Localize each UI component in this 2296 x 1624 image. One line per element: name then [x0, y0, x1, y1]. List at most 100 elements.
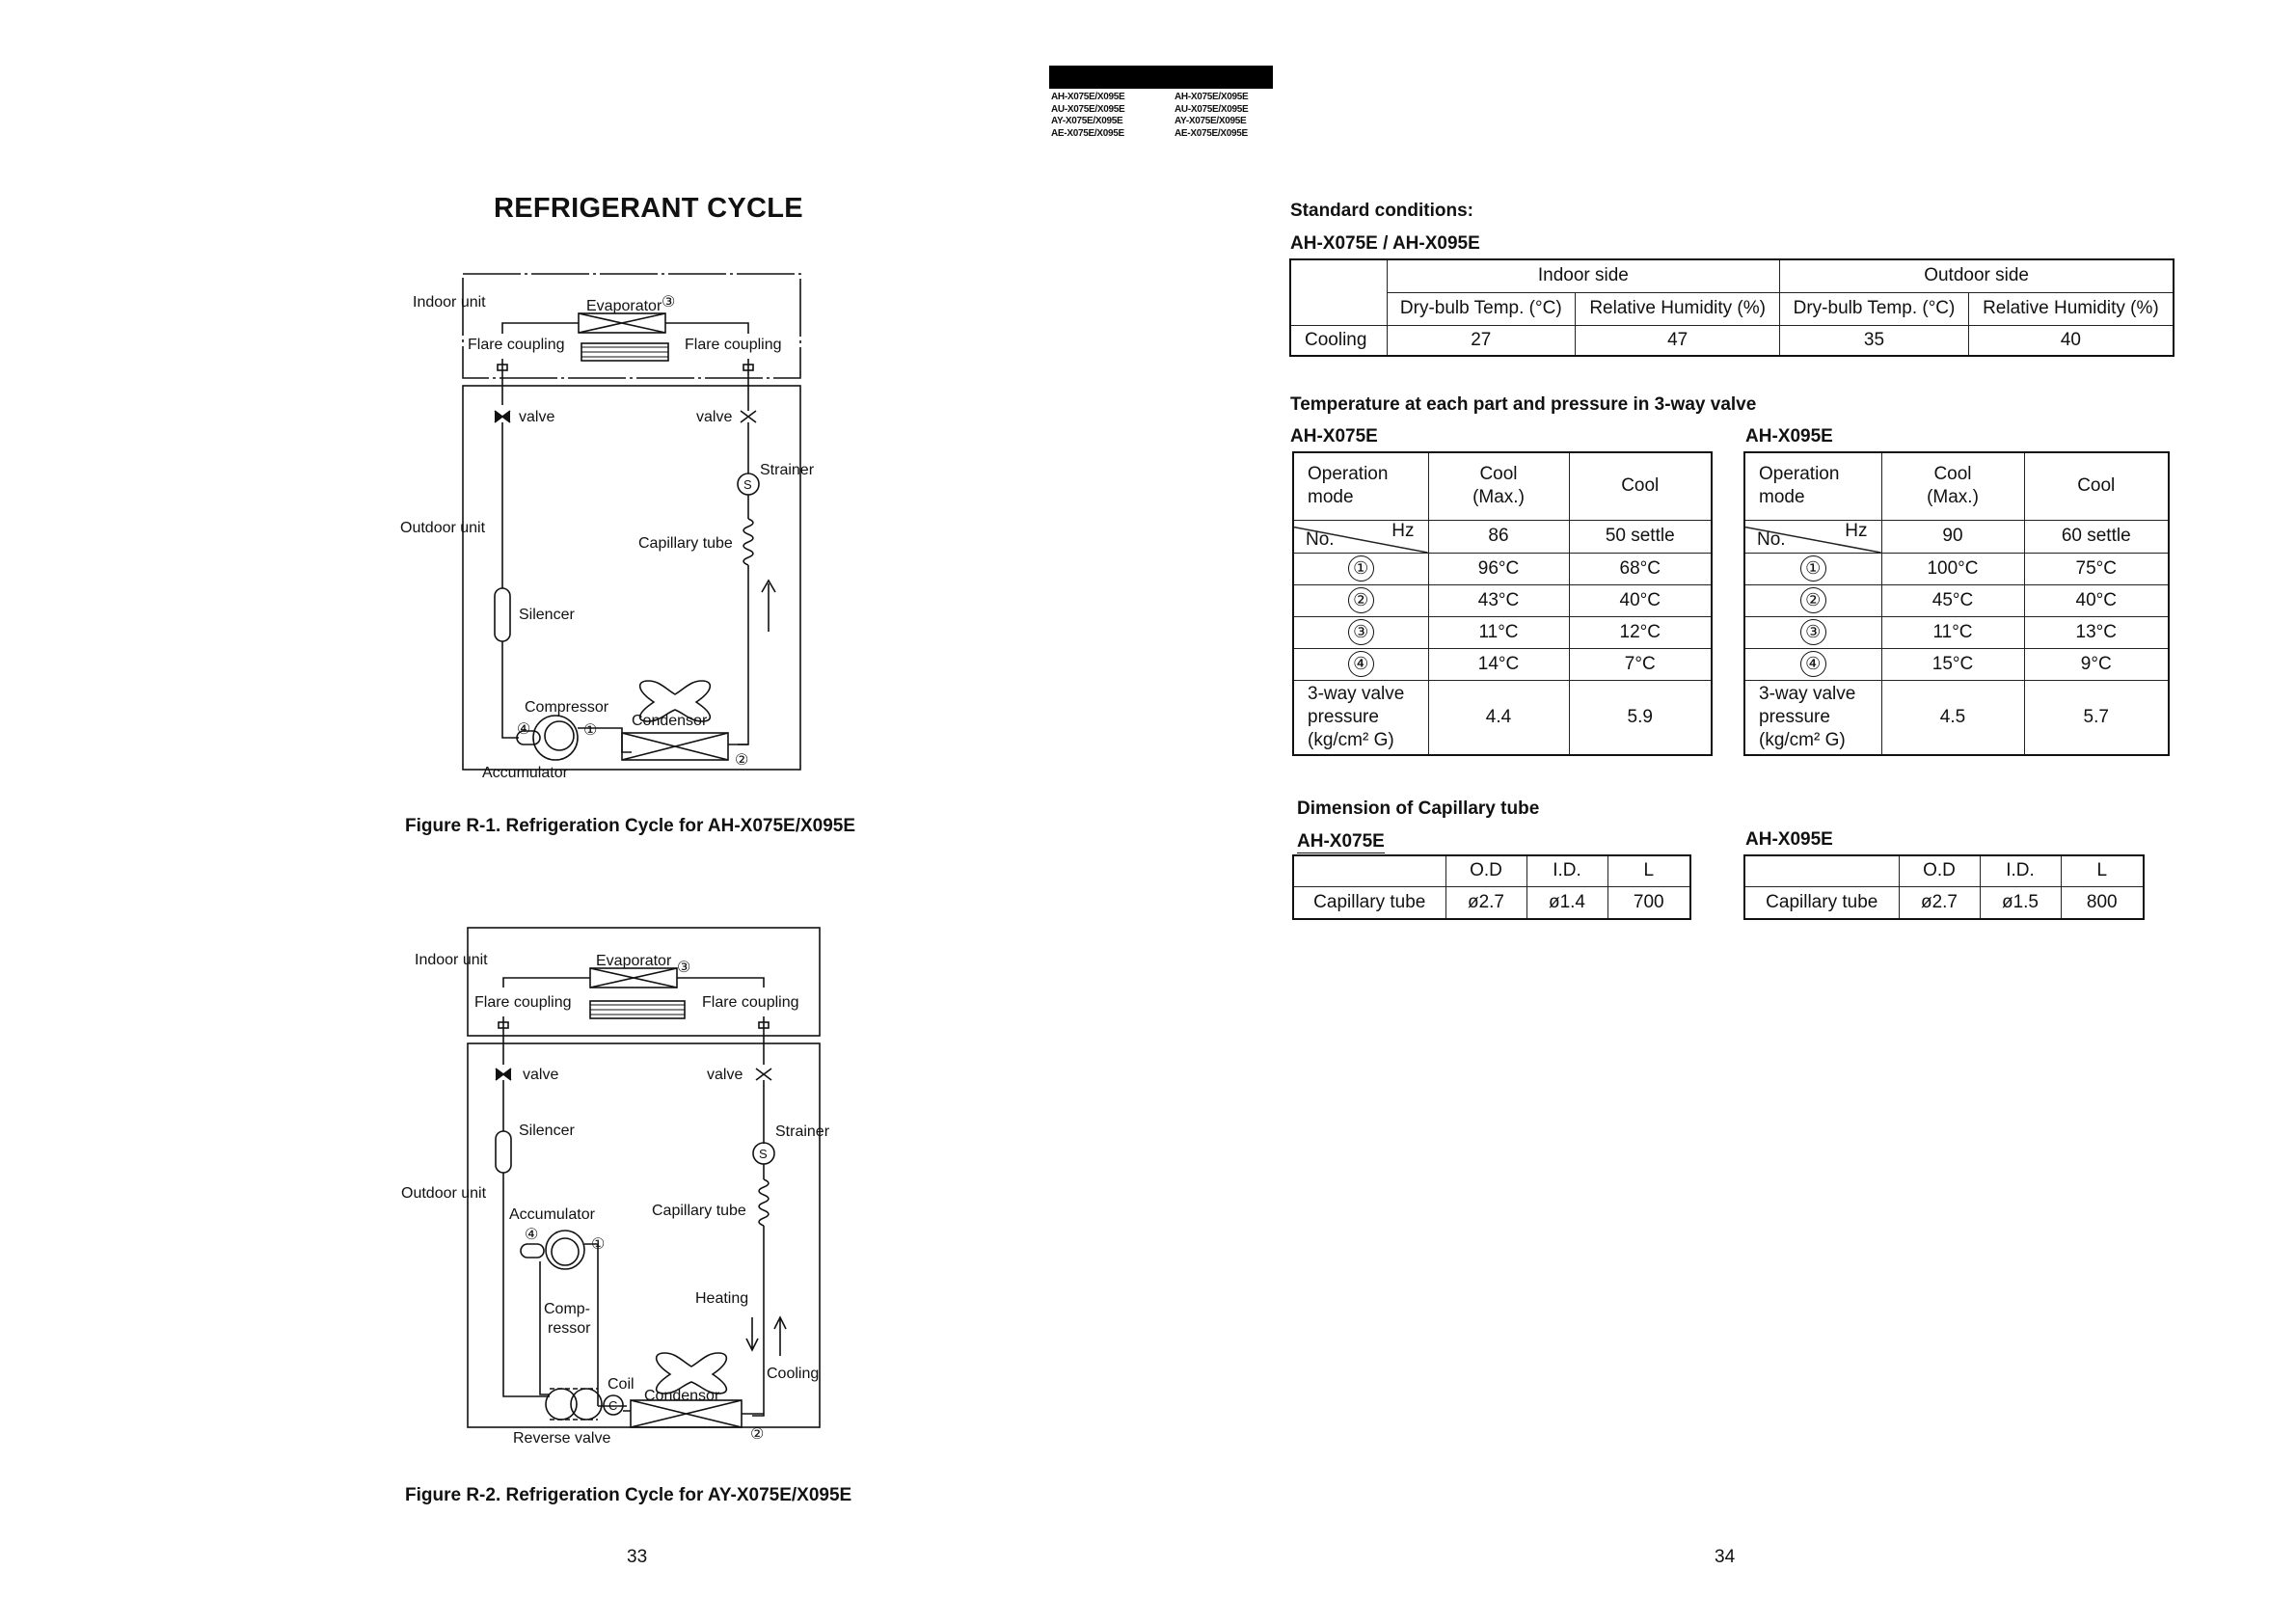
label-valve-left: valve [519, 409, 554, 425]
temperature-heading: Temperature at each part and pressure in… [1290, 394, 1757, 415]
table-cell: 11°C [1880, 615, 2025, 649]
no-hz-cell: No. Hz [1743, 519, 1882, 554]
table-cell: ø2.7 [1898, 885, 1981, 920]
label-outdoor-unit: Outdoor unit [401, 1185, 487, 1202]
label-coil: Coil [608, 1376, 635, 1393]
label-comp-line2: ressor [548, 1320, 591, 1337]
point-3-marker: ③ [1799, 619, 1826, 645]
table-cell: 40°C [2023, 583, 2170, 617]
point-number-cell: ④ [1292, 647, 1429, 681]
table-cell: 40 [1967, 324, 2174, 357]
point-number-cell: ② [1292, 583, 1429, 617]
cool-max-line: Cool [1479, 464, 1518, 485]
capillary-model-x075: AH-X075E [1297, 831, 1385, 853]
table-cell: 86 [1427, 519, 1570, 554]
outdoor-side-header: Outdoor side [1779, 258, 2174, 293]
condensor-symbol [621, 732, 729, 761]
table-cell: 9°C [2023, 647, 2170, 681]
label-condensor: Condensor [632, 713, 708, 729]
standard-conditions-model: AH-X075E / AH-X095E [1290, 233, 1480, 254]
point-2-marker: ② [750, 1426, 764, 1443]
model-header: AH-X075E/X095E AU-X075E/X095E AY-X075E/X… [1049, 66, 1273, 141]
silencer-symbol [495, 1130, 512, 1174]
label-cooling: Cooling [767, 1366, 819, 1382]
standard-conditions-table: Indoor side Outdoor side Dry-bulb Temp. … [1289, 258, 2174, 357]
label-comp-line1: Comp- [544, 1301, 590, 1317]
table-cell: 14°C [1427, 647, 1570, 681]
table-cell: 40°C [1568, 583, 1713, 617]
label-accumulator: Accumulator [482, 765, 569, 781]
no-label: No. [1757, 528, 1786, 550]
label-flare-coupling-right: Flare coupling [685, 337, 782, 353]
indoor-side-header: Indoor side [1386, 258, 1781, 293]
point-number-cell: ④ [1743, 647, 1882, 681]
header-model: AE-X075E/X095E [1051, 127, 1124, 139]
valve-right-symbol [740, 405, 757, 442]
pressure-label-line: pressure [1308, 706, 1379, 727]
label-strainer: Strainer [760, 462, 815, 478]
label-indoor-unit: Indoor unit [413, 294, 486, 311]
column-header: Relative Humidity (%) [1575, 291, 1781, 326]
point-1-marker: ① [591, 1236, 605, 1253]
column-header: L [2060, 854, 2145, 887]
indoor-unit-frame [462, 273, 801, 379]
table-cell: 96°C [1427, 552, 1570, 585]
label-compressor: Compressor [525, 699, 609, 716]
table-cell: 4.4 [1427, 679, 1570, 756]
pressure-label-line: (kg/cm² G) [1759, 729, 1846, 750]
label-condensor: Condensor [644, 1388, 720, 1404]
table-cell: 800 [2060, 885, 2145, 920]
label-evaporator: Evaporator [596, 953, 672, 969]
pressure-label-cell: 3-way valve pressure (kg/cm² G) [1292, 679, 1429, 756]
fan-symbol [638, 680, 712, 722]
figure-r1-caption: Figure R-1. Refrigeration Cycle for AH-X… [405, 816, 856, 836]
header-model: AU-X075E/X095E [1175, 103, 1249, 115]
point-number-cell: ③ [1743, 615, 1882, 649]
table-cell: 68°C [1568, 552, 1713, 585]
label-s-mark: S [743, 477, 752, 492]
header-black-bar [1049, 66, 1273, 89]
point-3-marker: ③ [677, 960, 690, 976]
label-flare-coupling-left: Flare coupling [474, 994, 572, 1011]
cooling-arrow [773, 1315, 787, 1356]
capillary-model-x095: AH-X095E [1745, 829, 1833, 850]
table-cell: 47 [1575, 324, 1781, 357]
label-silencer: Silencer [519, 1123, 575, 1139]
table-cell: 12°C [1568, 615, 1713, 649]
cool-max-line: (Max.) [1927, 487, 1979, 508]
header-model: AE-X075E/X095E [1175, 127, 1248, 139]
table-cell: 60 settle [2023, 519, 2170, 554]
op-mode-line: mode [1308, 487, 1354, 508]
label-flare-coupling-right: Flare coupling [702, 994, 799, 1011]
header-model: AH-X075E/X095E [1175, 92, 1249, 102]
fan-symbol [655, 1352, 728, 1394]
header-model: AY-X075E/X095E [1175, 116, 1247, 126]
point-3-marker: ③ [1347, 619, 1374, 645]
label-strainer: Strainer [775, 1123, 830, 1140]
table-cell: 7°C [1568, 647, 1713, 681]
indoor-unit-frame [467, 927, 821, 1037]
table-cell: 90 [1880, 519, 2025, 554]
cool-max-header: Cool (Max.) [1880, 451, 2025, 521]
op-mode-header: Operation mode [1292, 451, 1429, 521]
capillary-coil-symbol [758, 1178, 770, 1227]
column-header: I.D. [1526, 854, 1608, 887]
column-header: I.D. [1979, 854, 2062, 887]
point-1-marker: ① [1799, 555, 1826, 582]
pressure-label-line: 3-way valve [1308, 683, 1405, 704]
label-accumulator: Accumulator [509, 1206, 596, 1223]
table-cell: 45°C [1880, 583, 2025, 617]
point-number-cell: ① [1743, 552, 1882, 585]
point-number-cell: ② [1743, 583, 1882, 617]
outdoor-unit-frame [462, 385, 801, 771]
capillary-table-x075: O.D I.D. L Capillary tube ø2.7 ø1.4 700 [1292, 854, 1691, 920]
pressure-label-line: 3-way valve [1759, 683, 1856, 704]
pressure-label-line: (kg/cm² G) [1308, 729, 1394, 750]
silencer-symbol [494, 587, 511, 642]
label-capillary-tube: Capillary tube [638, 535, 733, 552]
point-number-cell: ① [1292, 552, 1429, 585]
table-cell: 4.5 [1880, 679, 2025, 756]
table-cell-empty [1292, 854, 1446, 887]
compressor-symbol [532, 715, 579, 761]
point-3-marker: ③ [662, 294, 675, 311]
